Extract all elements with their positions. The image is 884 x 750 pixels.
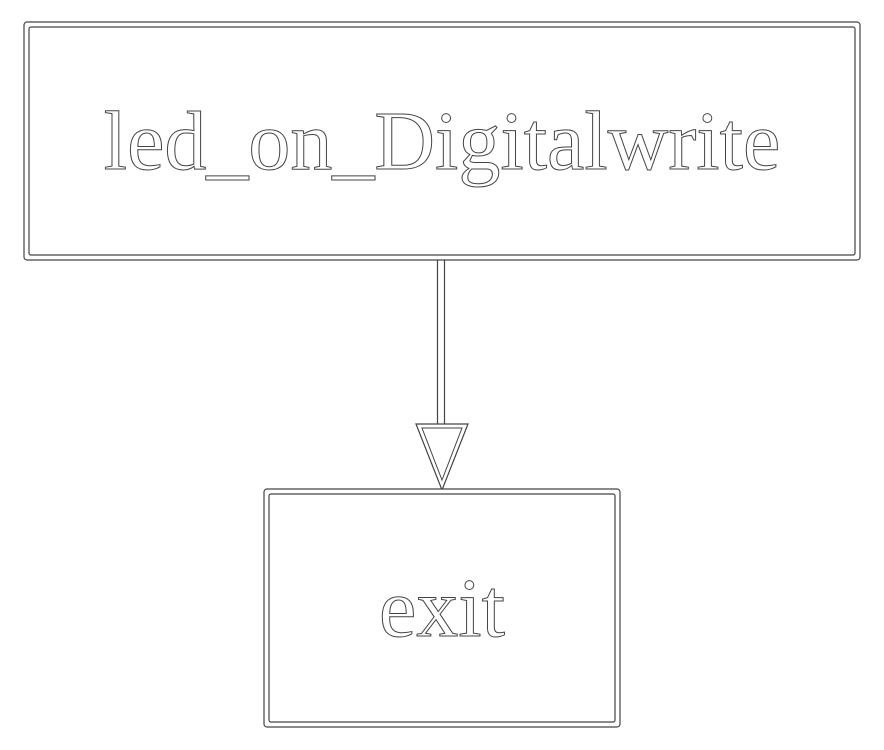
node-led-on-digitalwrite-label: led_on_Digitalwrite: [104, 95, 781, 188]
node-exit-label: exit: [379, 562, 505, 655]
edge-led-to-exit: [415, 260, 469, 492]
node-exit[interactable]: exit: [263, 488, 621, 728]
node-led-on-digitalwrite-inner-border: [28, 26, 856, 256]
node-led-on-digitalwrite[interactable]: led_on_Digitalwrite: [23, 21, 861, 261]
node-exit-inner-border: [268, 493, 616, 723]
edge-arrowhead-inner: [421, 427, 463, 482]
